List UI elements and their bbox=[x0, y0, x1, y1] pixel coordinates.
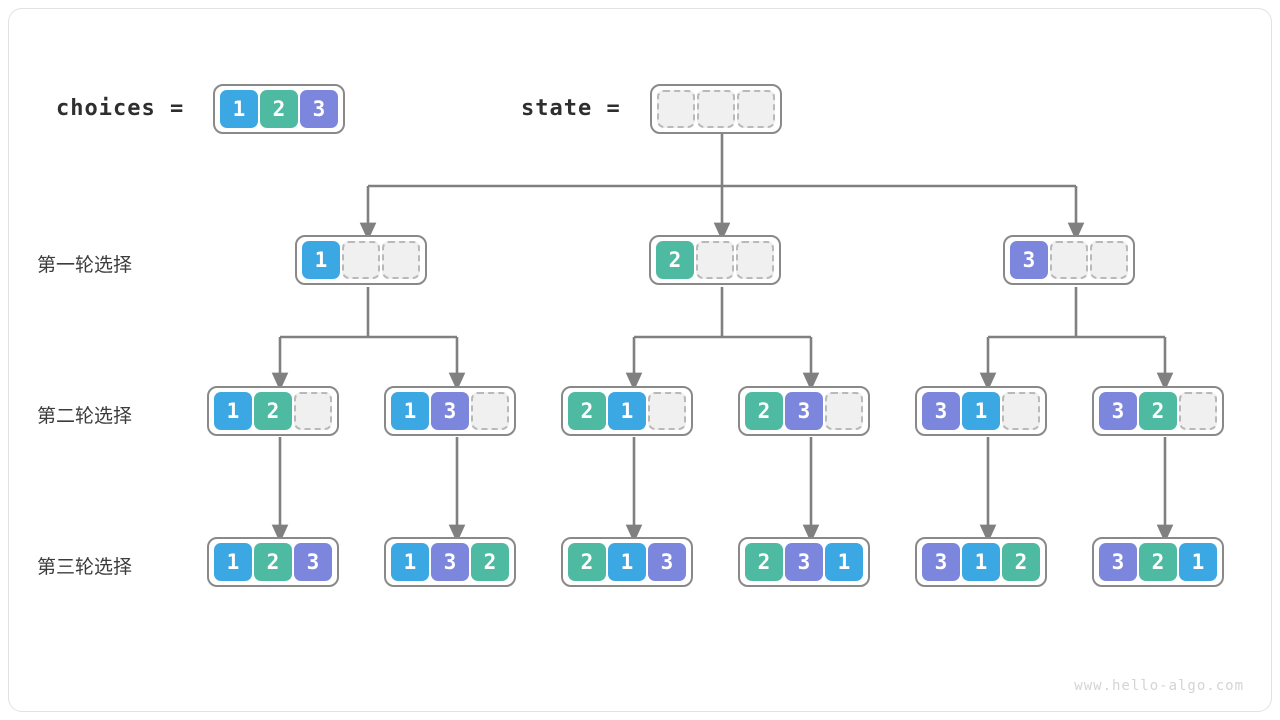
round3-node-4-cell-2: 1 bbox=[825, 543, 863, 581]
choices-label: choices = bbox=[56, 96, 185, 121]
round1-node-2: 2 bbox=[649, 235, 781, 285]
round2-node-5-cell-1: 1 bbox=[962, 392, 1000, 430]
round2-node-1-cell-0: 1 bbox=[214, 392, 252, 430]
round1-node-3: 3 bbox=[1003, 235, 1135, 285]
state-cell-2-empty bbox=[737, 90, 775, 128]
round2-node-4-cell-1: 3 bbox=[785, 392, 823, 430]
round3-node-3-cell-2: 3 bbox=[648, 543, 686, 581]
round1-node-1-cell-2-empty bbox=[382, 241, 420, 279]
round1-node-3-cell-2-empty bbox=[1090, 241, 1128, 279]
watermark: www.hello-algo.com bbox=[1074, 678, 1244, 694]
round2-node-5-cell-0: 3 bbox=[922, 392, 960, 430]
round1-node-3-cell-0: 3 bbox=[1010, 241, 1048, 279]
choices-cell-0: 1 bbox=[220, 90, 258, 128]
round3-node-6-cell-1: 2 bbox=[1139, 543, 1177, 581]
round3-node-3-cell-0: 2 bbox=[568, 543, 606, 581]
round2-node-4-cell-0: 2 bbox=[745, 392, 783, 430]
round2-node-3-cell-2-empty bbox=[648, 392, 686, 430]
round3-node-5-cell-2: 2 bbox=[1002, 543, 1040, 581]
round2-node-2-cell-2-empty bbox=[471, 392, 509, 430]
round2-node-2-cell-0: 1 bbox=[391, 392, 429, 430]
round3-node-6-cell-2: 1 bbox=[1179, 543, 1217, 581]
round2-node-1-cell-2-empty bbox=[294, 392, 332, 430]
round3-node-5-cell-0: 3 bbox=[922, 543, 960, 581]
round3-node-5-cell-1: 1 bbox=[962, 543, 1000, 581]
round2-node-6-cell-0: 3 bbox=[1099, 392, 1137, 430]
choices-cell-2: 3 bbox=[300, 90, 338, 128]
round2-node-6-cell-1: 2 bbox=[1139, 392, 1177, 430]
state-cell-0-empty bbox=[657, 90, 695, 128]
row-label-round2: 第二轮选择 bbox=[37, 405, 133, 427]
state-label: state = bbox=[521, 96, 621, 121]
row-label-round3: 第三轮选择 bbox=[37, 556, 133, 578]
round2-node-6-cell-2-empty bbox=[1179, 392, 1217, 430]
round3-node-1-cell-0: 1 bbox=[214, 543, 252, 581]
round1-node-2-cell-0: 2 bbox=[656, 241, 694, 279]
round1-node-1: 1 bbox=[295, 235, 427, 285]
round2-node-2-cell-1: 3 bbox=[431, 392, 469, 430]
round1-node-1-cell-1-empty bbox=[342, 241, 380, 279]
state-cell-1-empty bbox=[697, 90, 735, 128]
row-label-round1: 第一轮选择 bbox=[37, 254, 133, 276]
choices-cell-1: 2 bbox=[260, 90, 298, 128]
round2-node-3-cell-0: 2 bbox=[568, 392, 606, 430]
round3-node-3-cell-1: 1 bbox=[608, 543, 646, 581]
round3-node-2-cell-2: 2 bbox=[471, 543, 509, 581]
diagram-frame bbox=[8, 8, 1272, 712]
round3-node-4-cell-1: 3 bbox=[785, 543, 823, 581]
round2-node-5-cell-2-empty bbox=[1002, 392, 1040, 430]
round1-node-2-cell-1-empty bbox=[696, 241, 734, 279]
round2-node-1-cell-1: 2 bbox=[254, 392, 292, 430]
round3-node-1-cell-2: 3 bbox=[294, 543, 332, 581]
round3-node-6-cell-0: 3 bbox=[1099, 543, 1137, 581]
round2-node-4-cell-2-empty bbox=[825, 392, 863, 430]
round3-node-2-cell-1: 3 bbox=[431, 543, 469, 581]
round2-node-3-cell-1: 1 bbox=[608, 392, 646, 430]
round3-node-1-cell-1: 2 bbox=[254, 543, 292, 581]
round1-node-3-cell-1-empty bbox=[1050, 241, 1088, 279]
round1-node-2-cell-2-empty bbox=[736, 241, 774, 279]
state-array bbox=[650, 84, 782, 134]
round3-node-2-cell-0: 1 bbox=[391, 543, 429, 581]
round1-node-1-cell-0: 1 bbox=[302, 241, 340, 279]
round3-node-4-cell-0: 2 bbox=[745, 543, 783, 581]
